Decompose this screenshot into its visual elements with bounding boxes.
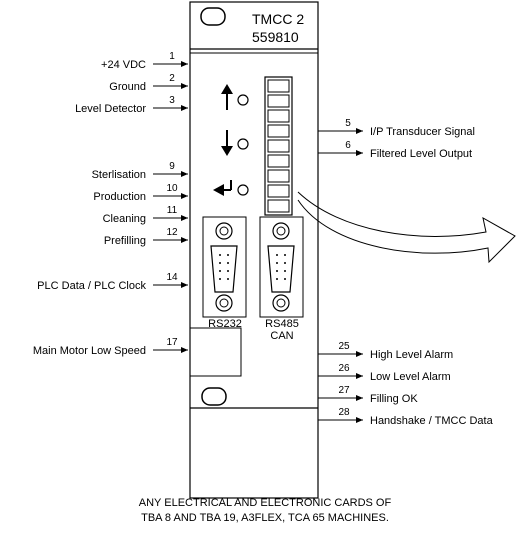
mounting-slot-icon: [201, 387, 227, 406]
pin-label: Cleaning: [103, 213, 146, 225]
input-terminal-12: 12 Prefilling: [104, 227, 188, 247]
rs485-connector: [259, 216, 304, 318]
indicator-led: [237, 138, 249, 150]
pin-label: Low Level Alarm: [370, 371, 451, 383]
input-terminal-14: 14 PLC Data / PLC Clock: [37, 272, 188, 292]
pin-number: 26: [338, 363, 350, 374]
caption-line-2: TBA 8 AND TBA 19, A3FLEX, TCA 65 MACHINE…: [141, 512, 389, 524]
pin-number: 2: [169, 73, 175, 84]
card-title: TMCC 2: [252, 11, 304, 27]
pin-label: Filtered Level Output: [370, 148, 472, 160]
pin-label: Main Motor Low Speed: [33, 345, 146, 357]
pin-number: 12: [166, 227, 178, 238]
pin-label: Ground: [109, 81, 146, 93]
rs232-label: RS232: [208, 318, 242, 330]
rs232-connector: [202, 216, 247, 318]
card-code: 559810: [252, 29, 299, 45]
screw-icon: [215, 222, 233, 240]
pin-number: 28: [338, 407, 350, 418]
pin-label: I/P Transducer Signal: [370, 126, 475, 138]
screw-icon: [272, 222, 290, 240]
screw-icon: [272, 294, 290, 312]
led-bar-icon: [264, 76, 293, 216]
input-terminal-2: 2 Ground: [109, 73, 188, 93]
input-terminal-17: 17 Main Motor Low Speed: [33, 337, 188, 357]
pin-label: Sterlisation: [92, 169, 146, 181]
input-terminal-11: 11 Cleaning: [103, 205, 188, 225]
pin-number: 17: [166, 337, 178, 348]
pin-number: 27: [338, 385, 350, 396]
output-terminal-27: 27 Filling OK: [318, 385, 418, 405]
pin-label: PLC Data / PLC Clock: [37, 280, 146, 292]
pin-label: Level Detector: [75, 103, 146, 115]
indicator-led: [237, 184, 249, 196]
can-label: CAN: [270, 330, 293, 342]
mounting-slot-icon: [200, 7, 226, 26]
db9-connector-icon: [267, 245, 295, 293]
output-terminal-6: 6 Filtered Level Output: [318, 140, 472, 160]
output-terminal-25: 25 High Level Alarm: [318, 341, 453, 361]
pin-number: 3: [169, 95, 175, 106]
output-terminal-5: 5 I/P Transducer Signal: [318, 118, 475, 138]
pin-label: Production: [93, 191, 146, 203]
pin-label: High Level Alarm: [370, 349, 453, 361]
rs485-label: RS485: [265, 318, 299, 330]
pin-number: 1: [169, 51, 175, 62]
down-arrow-icon: [221, 130, 233, 156]
pin-number: 11: [167, 205, 178, 216]
pin-label: Prefilling: [104, 235, 146, 247]
pin-number: 25: [338, 341, 350, 352]
enter-arrow-icon: [213, 180, 232, 196]
screw-icon: [215, 294, 233, 312]
pin-number: 9: [169, 161, 175, 172]
pin-label: Filling OK: [370, 393, 418, 405]
caption-line-1: ANY ELECTRICAL AND ELECTRONIC CARDS OF: [139, 497, 392, 509]
pin-label: +24 VDC: [101, 59, 146, 71]
card-panel: [189, 1, 319, 499]
up-arrow-icon: [221, 84, 233, 110]
output-terminal-26: 26 Low Level Alarm: [318, 363, 451, 383]
pin-label: Handshake / TMCC Data: [370, 415, 494, 427]
input-terminal-1: 1 +24 VDC: [101, 51, 188, 71]
input-terminal-9: 9 Sterlisation: [92, 161, 188, 181]
db9-connector-icon: [210, 245, 238, 293]
pin-number: 10: [166, 183, 178, 194]
input-terminal-3: 3 Level Detector: [75, 95, 188, 115]
pin-number: 14: [166, 272, 178, 283]
aux-box: [190, 327, 242, 377]
curved-arrow-icon: [297, 191, 516, 264]
indicator-led: [237, 94, 249, 106]
output-terminal-28: 28 Handshake / TMCC Data: [318, 407, 494, 427]
input-terminal-10: 10 Production: [93, 183, 188, 203]
pin-number: 6: [345, 140, 351, 151]
pin-number: 5: [345, 118, 351, 129]
